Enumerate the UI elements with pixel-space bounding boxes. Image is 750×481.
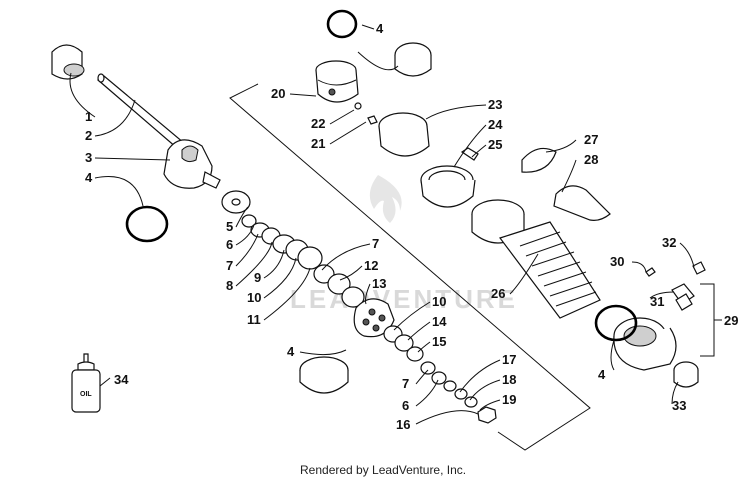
part-34-oil-bottle: OIL: [71, 353, 101, 413]
oil-label: OIL: [80, 391, 92, 398]
footer-credit: Rendered by LeadVenture, Inc.: [300, 463, 466, 477]
callout-19: 19: [502, 392, 516, 407]
callout-18: 18: [502, 372, 516, 387]
part-4-seal-middle: [299, 356, 349, 394]
callout-10: 10: [247, 290, 261, 305]
part-33-bushing: [673, 361, 699, 388]
callout-1: 1: [85, 109, 92, 124]
part-4-band-top: [394, 42, 432, 77]
callout-13: 13: [372, 276, 386, 291]
callout-14: 14: [432, 314, 447, 329]
callout-30: 30: [610, 254, 624, 269]
part-24-spring-collar: [420, 165, 476, 208]
part-21-screw: [367, 115, 378, 125]
callout-25: 25: [488, 137, 502, 152]
callout-33: 33: [672, 398, 686, 413]
callout-7: 7: [226, 258, 233, 273]
callout-3: 3: [85, 150, 92, 165]
callout-16: 16: [396, 417, 410, 432]
part-4-oring-left: [125, 205, 169, 243]
part-31-valve: [671, 283, 695, 311]
callout-34: 34: [114, 372, 129, 387]
callout-32: 32: [662, 235, 676, 250]
callout-4: 4: [376, 21, 384, 36]
callout-labels: 1 2 3 4 5 6 7 8 9 10 11 7 12 13 10 14 15…: [85, 21, 738, 432]
callout-31: 31: [650, 294, 664, 309]
callout-28: 28: [584, 152, 598, 167]
leader-lines: [69, 24, 695, 425]
part-26-shock-body: [471, 199, 601, 319]
callout-7: 7: [402, 376, 409, 391]
callout-27: 27: [584, 132, 598, 147]
callout-4: 4: [287, 344, 295, 359]
part-1-cap: [51, 44, 85, 80]
callout-20: 20: [271, 86, 285, 101]
assembly-bracket: [229, 83, 591, 451]
callout-21: 21: [311, 136, 325, 151]
part-27-clip: [521, 147, 557, 173]
callout-29: 29: [724, 313, 738, 328]
callout-10: 10: [432, 294, 446, 309]
callout-4: 4: [85, 170, 93, 185]
part-28-guard: [553, 185, 611, 221]
part-4-oring-right: [594, 304, 638, 342]
part-3-body: [163, 139, 221, 189]
callout-8: 8: [226, 278, 233, 293]
callout-26: 26: [491, 286, 505, 301]
part-20-reservoir-cap: [315, 60, 359, 103]
callout-11: 11: [247, 312, 261, 327]
callout-6: 6: [402, 398, 409, 413]
callout-22: 22: [311, 116, 325, 131]
callout-2: 2: [85, 128, 92, 143]
callout-6: 6: [226, 237, 233, 252]
callout-24: 24: [488, 117, 503, 132]
part-4-oring-top: [326, 9, 358, 39]
callout-23: 23: [488, 97, 502, 112]
part-30-pin: [645, 267, 656, 277]
callout-15: 15: [432, 334, 446, 349]
part-32-cap: [692, 261, 706, 275]
part-29-end-eyelet: [613, 317, 677, 371]
callout-4: 4: [598, 367, 606, 382]
part-22-ball: [354, 102, 362, 110]
part-16-nut: [477, 406, 497, 424]
watermark-text: LEADVENTURE: [290, 284, 518, 314]
callout-7: 7: [372, 236, 379, 251]
callout-9: 9: [254, 270, 261, 285]
callout-5: 5: [226, 219, 233, 234]
callout-12: 12: [364, 258, 378, 273]
part-23-bearing: [378, 112, 430, 157]
bracket-29: [700, 283, 715, 357]
watermark: LEADVENTURE: [290, 175, 518, 314]
washer-stack: [221, 190, 365, 308]
callout-17: 17: [502, 352, 516, 367]
